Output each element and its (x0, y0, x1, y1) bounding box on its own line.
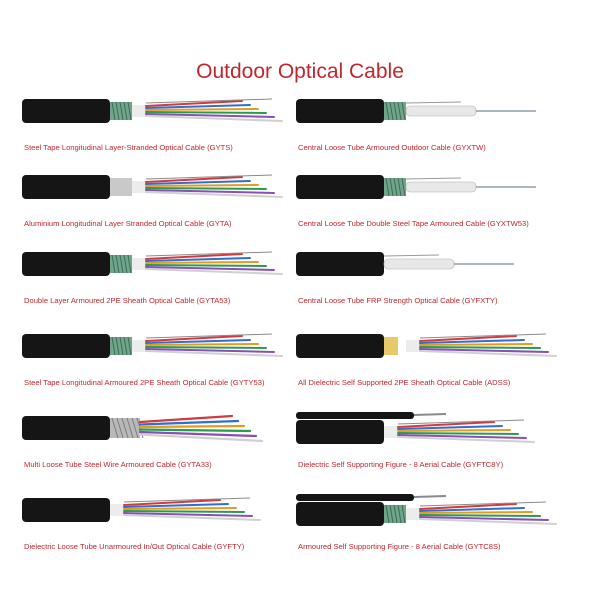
cable-item-gyfxty: Central Loose Tube FRP Strength Optical … (296, 248, 566, 318)
cable-caption: All Dielectric Self Supported 2PE Sheath… (298, 378, 511, 387)
cable-item-gytc8s: Armoured Self Supporting Figure - 8 Aeri… (296, 494, 566, 564)
cable-caption: Double Layer Armoured 2PE Sheath Optical… (24, 296, 231, 305)
cable-item-adss: All Dielectric Self Supported 2PE Sheath… (296, 330, 566, 400)
cable-caption: Central Loose Tube Double Steel Tape Arm… (298, 219, 529, 228)
cable-item-gyta: Aluminium Longitudinal Layer Stranded Op… (22, 171, 292, 241)
cable-caption: Central Loose Tube Armoured Outdoor Cabl… (298, 143, 486, 152)
cable-caption: Multi Loose Tube Steel Wire Armoured Cab… (24, 460, 212, 469)
unarmoured-cable-image (22, 497, 261, 522)
figure-8-dielectric-cable-image (296, 412, 535, 444)
cable-item-gyta53: Double Layer Armoured 2PE Sheath Optical… (22, 248, 292, 318)
figure-8-armoured-cable-image (296, 494, 557, 526)
frp-strength-cable-image (296, 252, 514, 276)
cable-item-gyxtw: Central Loose Tube Armoured Outdoor Cabl… (296, 95, 566, 165)
cable-caption: Armoured Self Supporting Figure - 8 Aeri… (298, 542, 501, 551)
central-tube-armoured-cable-image (296, 99, 536, 123)
adss-cable-image (296, 333, 557, 358)
cable-item-gyftc8y: Dielectric Self Supporting Figure - 8 Ae… (296, 412, 566, 482)
cable-item-gyts: Steel Tape Longitudinal Layer-Stranded O… (22, 95, 292, 165)
cable-caption: Dielectric Loose Tube Unarmoured In/Out … (24, 542, 245, 551)
cable-item-gyty53: Steel Tape Longitudinal Armoured 2PE She… (22, 330, 292, 400)
page-title: Outdoor Optical Cable (196, 60, 404, 83)
cable-caption: Dielectric Self Supporting Figure - 8 Ae… (298, 460, 504, 469)
aluminium-tape-cable-image (22, 174, 283, 199)
cable-caption: Aluminium Longitudinal Layer Stranded Op… (24, 219, 232, 228)
cable-item-gyxtw53: Central Loose Tube Double Steel Tape Arm… (296, 171, 566, 241)
cable-caption: Steel Tape Longitudinal Layer-Stranded O… (24, 143, 233, 152)
stranded-steel-tape-cable-image (22, 98, 283, 123)
cable-item-gyta33: Multi Loose Tube Steel Wire Armoured Cab… (22, 412, 292, 482)
cable-caption: Central Loose Tube FRP Strength Optical … (298, 296, 498, 305)
steel-tape-2pe-cable-image (22, 333, 283, 358)
double-armoured-cable-image (22, 251, 283, 276)
steel-wire-armoured-cable-image (22, 414, 264, 443)
cable-item-gyfty: Dielectric Loose Tube Unarmoured In/Out … (22, 494, 292, 564)
double-steel-tape-cable-image (296, 175, 536, 199)
cable-caption: Steel Tape Longitudinal Armoured 2PE She… (24, 378, 265, 387)
